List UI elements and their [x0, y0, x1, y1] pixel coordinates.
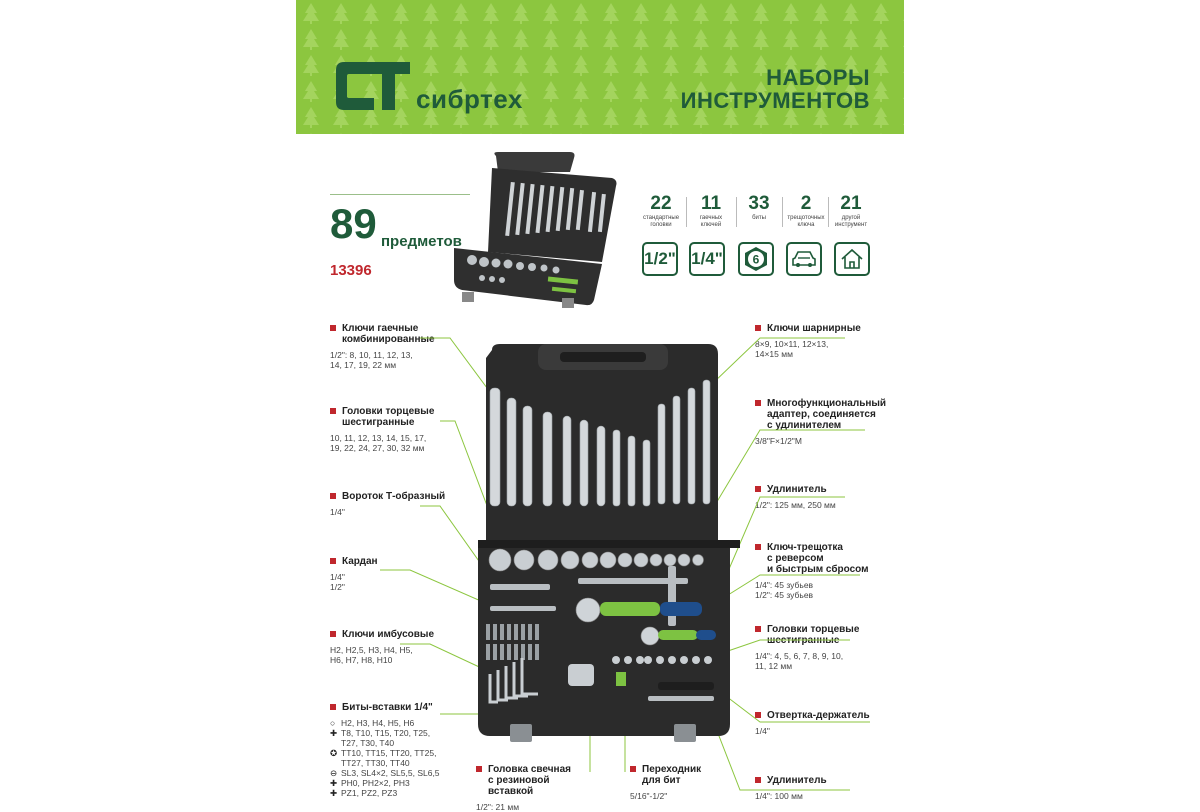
callout-detail: 5/16"-1/2": [630, 791, 668, 801]
callout-detail: 1/4": 100 мм: [755, 791, 803, 801]
banner-title-line2: ИНСТРУМЕНТОВ: [680, 88, 870, 113]
callout-title: Головка свечная с резиновой вставкой: [476, 764, 596, 797]
callout-bit-adapter: Переходник для бит 5/16"-1/2": [630, 764, 720, 801]
bits-row: ○H2, H3, H4, H5, H6: [330, 718, 415, 728]
callout-detail: 1/4" 1/2": [330, 572, 345, 592]
callout-combo-wrenches: Ключи гаечные комбинированные 1/2": 8, 1…: [330, 323, 460, 370]
callout-title: Ключи шарнирные: [755, 323, 875, 334]
product-sku: 13396: [330, 262, 372, 279]
stat-bits: 33 биты: [736, 193, 782, 222]
badge-half-inch: 1/2": [642, 242, 678, 276]
callout-detail: 1/2": 125 мм, 250 мм: [755, 500, 836, 510]
stat-number: 2: [800, 193, 812, 214]
stat-divider: [736, 197, 737, 227]
item-count-word: предметов: [381, 233, 462, 250]
stat-other-tools: 21 другой инструмент: [828, 193, 874, 229]
stat-ratchets: 2 трещоточных ключа: [783, 193, 829, 229]
callout-extension: Удлинитель 1/2": 125 мм, 250 мм: [755, 484, 885, 510]
callout-title: Вороток Т-образный: [330, 491, 460, 502]
callout-multi-adapter: Многофункциональный адаптер, соединяется…: [755, 398, 886, 446]
stat-wrenches: 11 гаечных ключей: [688, 193, 734, 229]
stat-number: 22: [650, 193, 672, 214]
bits-row: ✪TT10, TT15, TT20, TT25,: [330, 748, 437, 758]
tool-case-illustration: [478, 344, 740, 742]
stat-standard-sockets: 22 стандартные головки: [638, 193, 684, 229]
banner-title: НАБОРЫ ИНСТРУМЕНТОВ: [681, 66, 870, 112]
bits-row: T27, T30, T40: [341, 738, 395, 748]
callout-detail: 1/4": [330, 507, 345, 517]
stat-label: стандартные головки: [642, 215, 680, 228]
callout-title: Головки торцевые шестигранные: [330, 406, 470, 428]
stat-label: гаечных ключей: [699, 215, 723, 228]
stat-label: другой инструмент: [834, 215, 868, 228]
stat-label: биты: [752, 215, 766, 221]
tool-case-thumbnail: [454, 152, 617, 308]
stat-divider: [782, 197, 783, 227]
callout-extension-small: Удлинитель 1/4": 100 мм: [755, 775, 885, 801]
bits-row: ✚PH0, PH2×2, PH3: [330, 778, 410, 788]
summary-divider: [330, 194, 470, 195]
stat-divider: [686, 197, 687, 227]
svg-text:6: 6: [753, 253, 760, 267]
stat-number: 21: [840, 193, 862, 214]
bits-row: ✚PZ1, PZ2, PZ3: [330, 788, 398, 798]
callout-title: Кардан: [330, 556, 450, 567]
callout-bits: Биты-вставки 1/4": [330, 702, 470, 713]
header-banner: [296, 0, 904, 134]
badge-quarter-inch: 1/4": [689, 242, 725, 276]
callout-hex-keys: Ключи имбусовые H2, H2,5, H3, H4, H5, H6…: [330, 629, 460, 665]
callout-title: Удлинитель: [755, 484, 885, 495]
callout-title: Ключ-трещотка с реверсом и быстрым сброс…: [755, 542, 885, 575]
item-count: 89: [330, 200, 377, 247]
badge-house-icon: [834, 242, 870, 276]
banner-title-line1: НАБОРЫ: [766, 65, 870, 90]
callout-cardan: Кардан 1/4" 1/2": [330, 556, 450, 592]
callout-detail: 1/2": 8, 10, 11, 12, 13, 14, 17, 19, 22 …: [330, 350, 413, 370]
stat-number: 11: [700, 193, 722, 214]
stat-divider: [828, 197, 829, 227]
stat-number: 33: [748, 193, 770, 214]
brand-name: сибртех: [416, 84, 523, 114]
car-icon: [792, 251, 816, 267]
callout-title: Отвертка-держатель: [755, 710, 885, 721]
callout-detail: 1/4": 4, 5, 6, 7, 8, 9, 10, 11, 12 мм: [755, 651, 844, 671]
callout-screwdriver: Отвертка-держатель 1/4": [755, 710, 885, 736]
badge-hex-6-icon: 6: [738, 242, 774, 276]
callout-t-handle: Вороток Т-образный 1/4": [330, 491, 460, 517]
callout-detail: 8×9, 10×11, 12×13, 14×15 мм: [755, 339, 829, 359]
callout-title: Ключи имбусовые: [330, 629, 460, 640]
callout-title: Биты-вставки 1/4": [330, 702, 470, 713]
callout-flex-wrenches: Ключи шарнирные 8×9, 10×11, 12×13, 14×15…: [755, 323, 875, 359]
badge-car-icon: [786, 242, 822, 276]
callout-title: Удлинитель: [755, 775, 885, 786]
bits-row: ⊖SL3, SL4×2, SL5,5, SL6,5: [330, 768, 440, 778]
house-icon: [841, 248, 863, 269]
hex-icon: 6: [745, 247, 767, 271]
bits-row: ✚T8, T10, T15, T20, T25,: [330, 728, 431, 738]
callout-ratchet: Ключ-трещотка с реверсом и быстрым сброс…: [755, 542, 885, 600]
callout-detail: 1/2": 21 мм: [476, 802, 520, 812]
callout-detail: 1/4": 45 зубьев 1/2": 45 зубьев: [755, 580, 814, 600]
bits-list: ○H2, H3, H4, H5, H6 ✚T8, T10, T15, T20, …: [330, 718, 440, 798]
callout-detail: H2, H2,5, H3, H4, H5, H6, H7, H8, H10: [330, 645, 413, 665]
callout-detail: 1/4": [755, 726, 770, 736]
callout-title: Многофункциональный адаптер, соединяется…: [755, 398, 886, 431]
callout-title: Ключи гаечные комбинированные: [330, 323, 460, 345]
callout-detail: 10, 11, 12, 13, 14, 15, 17, 19, 22, 24, …: [330, 433, 427, 453]
stat-label: трещоточных ключа: [787, 215, 825, 228]
callout-sockets-large: Головки торцевые шестигранные 10, 11, 12…: [330, 406, 470, 453]
callout-detail: 3/8"F×1/2"M: [755, 436, 802, 446]
sibrtech-logo-icon: [336, 62, 410, 110]
bits-row: TT27, TT30, TT40: [341, 758, 410, 768]
callout-title: Переходник для бит: [630, 764, 720, 786]
